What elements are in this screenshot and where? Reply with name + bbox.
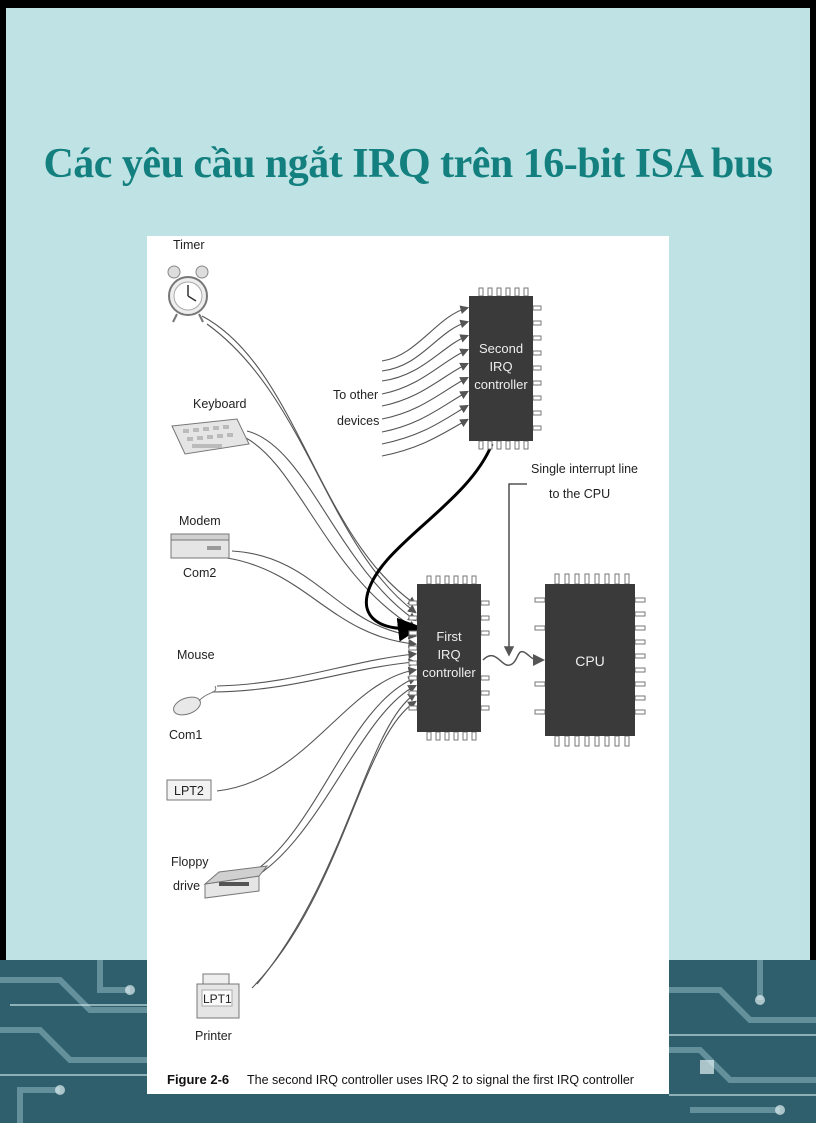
floppy-label-line-2: drive xyxy=(173,879,200,893)
interrupt-note-line-2: to the CPU xyxy=(549,487,610,501)
wire-timer xyxy=(201,315,417,606)
second-controller-line-2: IRQ xyxy=(489,359,512,374)
figure-caption-number: Figure 2-6 xyxy=(167,1072,229,1087)
floppy-label-line-1: Floppy xyxy=(171,855,209,869)
cascade-line xyxy=(364,443,494,642)
cpu-label: CPU xyxy=(575,653,605,669)
first-irq-controller-chip: First IRQ controller xyxy=(408,575,490,741)
first-to-cpu-line xyxy=(482,650,545,666)
figure-caption-text: The second IRQ controller uses IRQ 2 to … xyxy=(247,1073,634,1087)
modem-port-label: Com2 xyxy=(183,566,216,580)
modem-icon xyxy=(170,533,230,559)
mouse-label: Mouse xyxy=(177,648,215,662)
keyboard-icon xyxy=(171,418,250,455)
printer-icon xyxy=(196,973,240,1019)
irq-diagram-figure: Second IRQ controller First IRQ controll… xyxy=(147,236,669,1094)
device-wires xyxy=(201,315,418,989)
wire-modem xyxy=(231,550,418,640)
wire-keyboard-2 xyxy=(241,435,417,630)
mouse-icon xyxy=(173,685,217,716)
wire-keyboard xyxy=(246,430,417,622)
second-irq-controller-chip: Second IRQ controller xyxy=(469,287,542,450)
other-devices-line-2: devices xyxy=(337,414,379,428)
timer-label: Timer xyxy=(173,238,204,252)
wire-floppy xyxy=(246,676,418,877)
floppy-drive-icon xyxy=(203,865,269,899)
wire-mouse xyxy=(216,650,418,687)
other-devices-line-1: To other xyxy=(333,388,378,402)
top-border xyxy=(0,0,816,8)
interrupt-note-arrow xyxy=(503,483,527,657)
keyboard-label: Keyboard xyxy=(193,397,247,411)
first-controller-line-3: controller xyxy=(422,665,476,680)
cpu-chip: CPU xyxy=(534,573,646,747)
lpt2-port-icon xyxy=(166,779,212,801)
wire-printer-2 xyxy=(251,700,417,989)
wire-printer xyxy=(256,692,417,985)
interrupt-note-line-1: Single interrupt line xyxy=(531,462,638,476)
left-border xyxy=(0,0,6,960)
timer-icon xyxy=(167,265,209,323)
slide-title: Các yêu cầu ngắt IRQ trên 16-bit ISA bus xyxy=(43,141,773,187)
printer-label: Printer xyxy=(195,1029,232,1043)
other-device-wires xyxy=(381,305,470,457)
wire-lpt2 xyxy=(216,666,418,792)
printer-badge-label: LPT1 xyxy=(203,992,232,1006)
wire-timer-2 xyxy=(206,323,417,614)
first-controller-line-2: IRQ xyxy=(437,647,460,662)
wire-floppy-2 xyxy=(241,684,417,885)
wire-modem-2 xyxy=(226,557,418,648)
lpt2-label: LPT2 xyxy=(174,784,204,798)
first-controller-line-1: First xyxy=(436,629,462,644)
irq-diagram: Second IRQ controller First IRQ controll… xyxy=(166,238,646,1087)
modem-label: Modem xyxy=(179,514,221,528)
right-border xyxy=(810,0,816,960)
wire-mouse-2 xyxy=(211,658,418,693)
mouse-port-label: Com1 xyxy=(169,728,202,742)
second-controller-line-1: Second xyxy=(479,341,523,356)
second-controller-line-3: controller xyxy=(474,377,528,392)
